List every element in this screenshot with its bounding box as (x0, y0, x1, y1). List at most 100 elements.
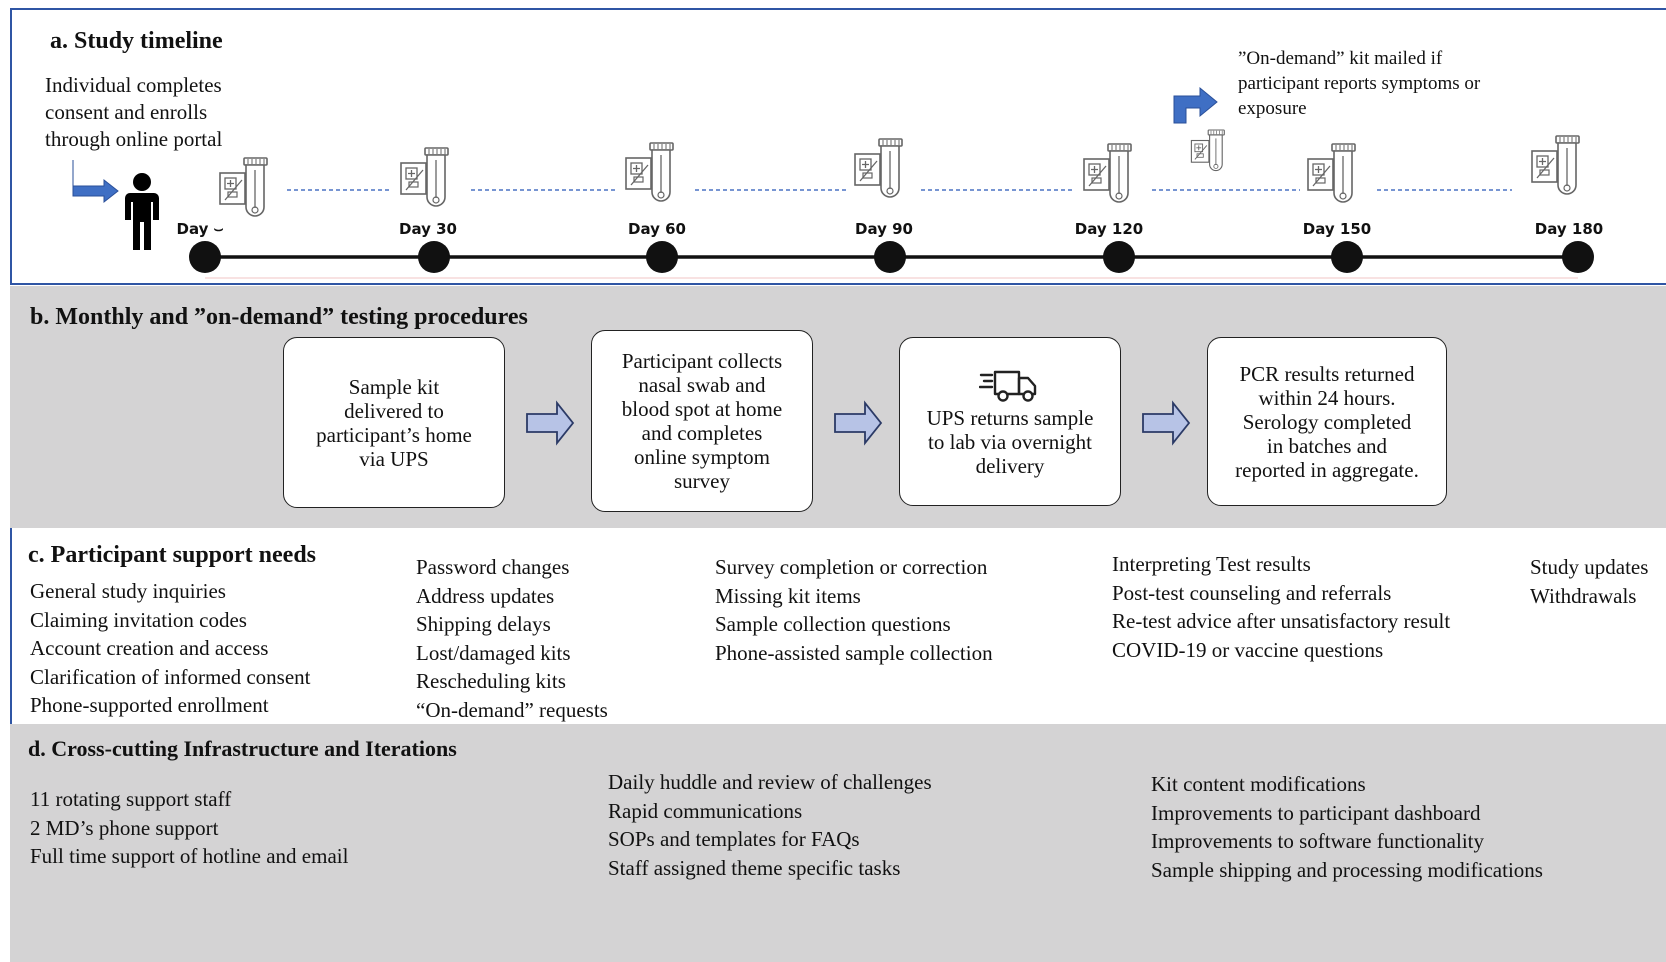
list-item: General study inquiries (30, 579, 226, 603)
list-item: Survey completion or correction (715, 555, 988, 579)
timeline-node (1562, 241, 1594, 273)
support-list-account: Password changes Address updates Shippin… (416, 553, 608, 724)
step-line: Sample kit (348, 374, 440, 399)
step-line: survey (674, 469, 730, 493)
step-line: delivered to (344, 398, 444, 423)
list-item: Missing kit items (715, 583, 861, 608)
list-item: Interpreting Test results (1112, 552, 1311, 576)
list-item: Account creation and access (30, 636, 269, 660)
timeline-node (646, 241, 678, 273)
step-line: reported in aggregate. (1235, 457, 1419, 482)
support-list-general: General study inquiries Claiming invitat… (30, 577, 311, 720)
step-box-participant-collects: Participant collects nasal swab and bloo… (591, 330, 813, 512)
step-box-kit-delivered: Sample kit delivered to participant’s ho… (283, 337, 505, 508)
list-item: Re-test advice after unsatisfactory resu… (1112, 609, 1451, 633)
list-item: Shipping delays (416, 612, 551, 636)
day-label: Day 150 (1302, 220, 1372, 238)
timeline-node (1331, 241, 1363, 273)
ondemand-note-line: participant reports symptoms or (1238, 73, 1481, 94)
section-c-support-needs (10, 528, 1666, 724)
list-item: Full time support of hotline and email (30, 844, 349, 868)
list-item: Password changes (416, 555, 570, 579)
step-line: to lab via overnight (928, 429, 1092, 454)
step-line: blood spot at home (621, 397, 783, 421)
section-a-title: a. Study timeline (50, 28, 223, 54)
up-right-arrow-icon (1173, 86, 1218, 124)
step-line: online symptom (634, 445, 770, 469)
list-item: “On-demand” requests (416, 697, 608, 722)
bent-arrow-icon (72, 160, 119, 204)
section-d-title: d. Cross-cutting Infrastructure and Iter… (28, 736, 457, 761)
ondemand-note-line: ”On-demand” kit mailed if (1238, 48, 1443, 69)
list-item: Study updates (1530, 555, 1649, 579)
day-label: Day 30 (399, 220, 457, 238)
list-item: Clarification of informed consent (30, 664, 311, 689)
list-item: Post-test counseling and referrals (1112, 580, 1392, 605)
infra-list-process: Daily huddle and review of challenges Ra… (608, 768, 932, 882)
list-item: Phone-assisted sample collection (715, 640, 993, 665)
step-arrows (526, 400, 1191, 446)
step-box-ups-returns: UPS returns sample to lab via overnight … (899, 337, 1121, 506)
right-arrow-icon (1142, 400, 1191, 446)
list-item: Sample shipping and processing modificat… (1151, 857, 1543, 882)
support-list-results: Interpreting Test results Post-test coun… (1112, 550, 1450, 664)
list-item: Address updates (416, 583, 555, 608)
list-item: Improvements to software functionality (1151, 829, 1484, 853)
step-line: Participant collects (621, 349, 783, 373)
step-line: UPS returns sample (926, 405, 1094, 430)
list-item: Phone-supported enrollment (30, 693, 269, 717)
step-line: within 24 hours. (1258, 385, 1396, 410)
day-label: Day 60 (628, 220, 686, 238)
step-line: delivery (975, 453, 1045, 478)
list-item: Staff assigned theme specific tasks (608, 855, 901, 880)
section-b-title: b. Monthly and ”on-demand” testing proce… (30, 304, 528, 330)
infra-list-staff: 11 rotating support staff 2 MD’s phone s… (30, 785, 348, 871)
list-item: Withdrawals (1530, 583, 1637, 608)
step-line: in batches and (1266, 433, 1388, 458)
day-label: Day 90 (855, 220, 913, 238)
list-item: Sample collection questions (715, 612, 951, 636)
enroll-note-line: through online portal (45, 127, 223, 151)
ondemand-note-line: exposure (1238, 98, 1307, 119)
section-c-title: c. Participant support needs (28, 542, 316, 568)
timeline-node (189, 241, 221, 273)
step-line: PCR results returned (1239, 361, 1415, 386)
enroll-note-line: Individual completes (45, 73, 222, 97)
day-label: Day 180 (1534, 220, 1604, 238)
timeline-node (418, 241, 450, 273)
list-item: 2 MD’s phone support (30, 815, 219, 840)
right-arrow-icon (526, 400, 575, 446)
timeline-nodes (189, 241, 1594, 273)
list-item: Kit content modifications (1151, 772, 1366, 796)
step-line: and completes (641, 421, 763, 445)
person-icon (125, 173, 159, 250)
list-item: 11 rotating support staff (30, 787, 232, 811)
timeline-node (1103, 241, 1135, 273)
infra-list-iterations: Kit content modifications Improvements t… (1151, 770, 1543, 884)
list-item: Lost/damaged kits (416, 640, 571, 665)
delivery-truck-icon (978, 370, 1037, 402)
support-list-sample: Survey completion or correction Missing … (715, 553, 993, 667)
day-label: Day 120 (1074, 220, 1144, 238)
enroll-note-line: consent and enrolls (45, 100, 208, 124)
step-box-pcr-results: PCR results returned within 24 hours. Se… (1207, 337, 1447, 506)
right-arrow-icon (834, 400, 883, 446)
step-line: participant’s home (316, 422, 472, 447)
step-line: via UPS (359, 446, 429, 471)
enroll-note: Individual completes consent and enrolls… (45, 72, 222, 153)
support-list-updates: Study updates Withdrawals (1530, 553, 1648, 610)
section-d-infrastructure (10, 724, 1666, 962)
ondemand-note: ”On-demand” kit mailed if participant re… (1238, 46, 1480, 121)
timeline-node (874, 241, 906, 273)
list-item: Improvements to participant dashboard (1151, 800, 1481, 825)
list-item: Claiming invitation codes (30, 607, 247, 632)
section-a-timeline (10, 8, 1666, 285)
day-label: Day ⌣ (176, 220, 224, 238)
list-item: Rapid communications (608, 798, 803, 823)
list-item: COVID-19 or vaccine questions (1112, 637, 1384, 662)
list-item: SOPs and templates for FAQs (608, 827, 860, 851)
list-item: Rescheduling kits (416, 669, 566, 693)
timeline-graphic (72, 86, 1594, 279)
step-line: nasal swab and (638, 373, 766, 397)
list-item: Daily huddle and review of challenges (608, 770, 932, 794)
